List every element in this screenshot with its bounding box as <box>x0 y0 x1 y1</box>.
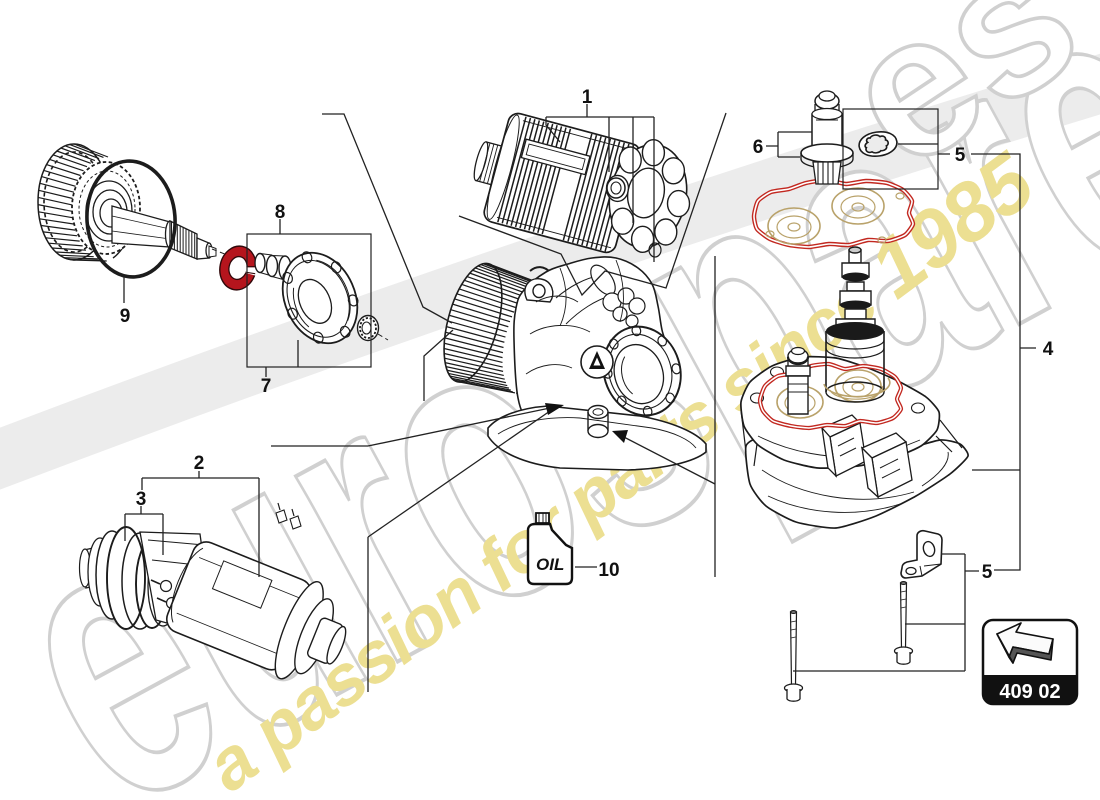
svg-text:5: 5 <box>982 562 993 583</box>
svg-text:3: 3 <box>136 489 147 510</box>
svg-text:2: 2 <box>194 453 205 474</box>
svg-text:409 02: 409 02 <box>999 681 1060 703</box>
svg-text:5: 5 <box>955 145 966 166</box>
svg-text:6: 6 <box>753 137 764 158</box>
svg-text:9: 9 <box>120 306 131 327</box>
svg-text:10: 10 <box>598 560 619 581</box>
svg-text:1: 1 <box>582 87 593 108</box>
svg-text:8: 8 <box>275 202 286 223</box>
svg-text:OIL: OIL <box>536 555 564 574</box>
svg-text:7: 7 <box>261 376 272 397</box>
svg-text:4: 4 <box>1043 339 1054 360</box>
